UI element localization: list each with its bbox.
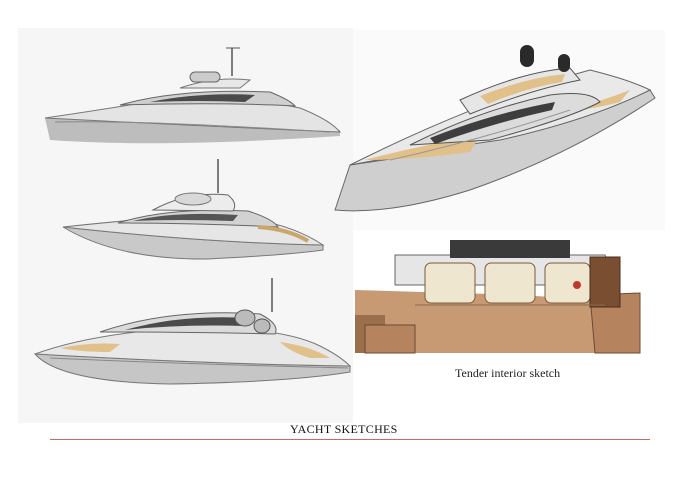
yacht-sketch-3 (33, 278, 352, 385)
yacht-sketch-1 (44, 47, 342, 144)
title-underline (50, 439, 650, 440)
tender-interior-sketch (355, 240, 641, 354)
interior-sketch-caption: Tender interior sketch (455, 366, 561, 380)
yacht-sketch-2 (62, 159, 325, 260)
page-title: YACHT SKETCHES (290, 422, 398, 436)
yacht-render-main (334, 45, 656, 212)
